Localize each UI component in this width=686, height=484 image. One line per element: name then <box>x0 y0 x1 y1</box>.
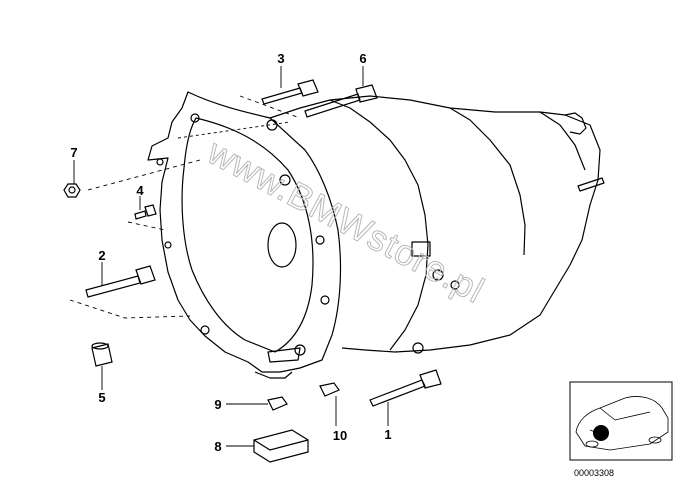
location-marker-icon <box>593 425 609 441</box>
callout-9: 9 <box>214 397 221 412</box>
transmission-housing <box>147 91 605 379</box>
callout-4: 4 <box>136 183 144 198</box>
callout-10: 10 <box>333 428 347 443</box>
bolt-6 <box>304 84 378 118</box>
callout-6: 6 <box>359 51 366 66</box>
watermark: www.BMWstore.pl <box>200 130 491 311</box>
callout-3: 3 <box>277 51 284 66</box>
clip-10 <box>319 382 340 397</box>
reference-number: 00003308 <box>574 468 614 478</box>
leader-lines <box>69 66 389 447</box>
callout-5: 5 <box>98 390 105 405</box>
nut-7 <box>63 183 81 198</box>
car-inset <box>569 381 673 461</box>
part-8 <box>253 429 309 463</box>
sleeve-5 <box>91 342 113 367</box>
callout-2: 2 <box>98 248 105 263</box>
bolt-3 <box>261 79 319 105</box>
bolt-4 <box>134 204 157 220</box>
car-outline-icon <box>575 396 669 451</box>
callout-7: 7 <box>70 145 77 160</box>
bolt-2 <box>85 265 156 298</box>
callout-1: 1 <box>384 427 391 442</box>
clip-9 <box>267 396 288 411</box>
bolt-1 <box>369 369 442 407</box>
callout-8: 8 <box>214 439 221 454</box>
